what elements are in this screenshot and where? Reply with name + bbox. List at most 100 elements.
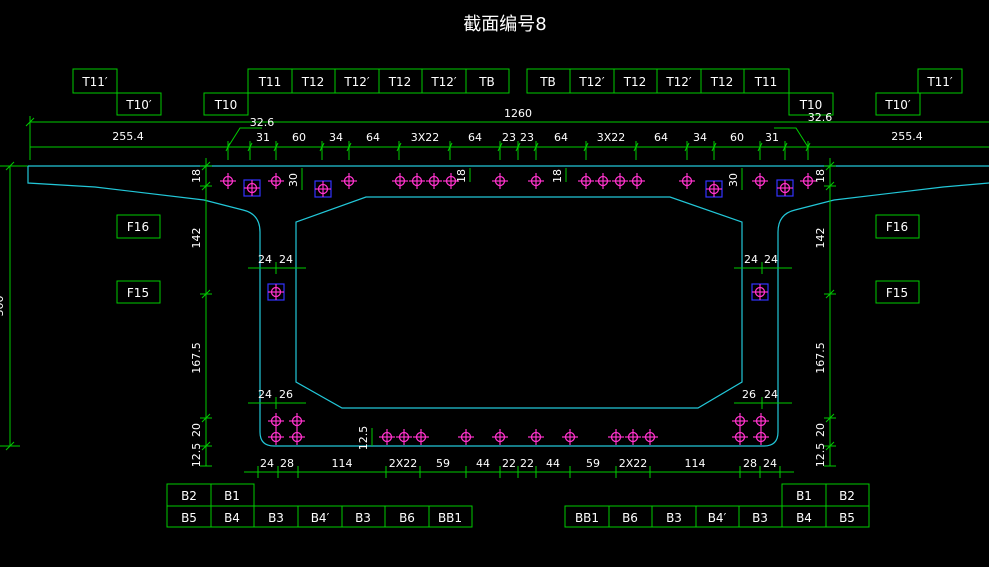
tendon-marker xyxy=(612,173,628,189)
dimension-label: 2X22 xyxy=(619,457,648,470)
tendon-marker xyxy=(562,429,578,445)
left-vertical-chain: 18 142 167.5 20 12.5 xyxy=(190,158,212,467)
anchor-tendon-marker xyxy=(267,283,285,301)
tendon-label: B5 xyxy=(181,511,197,525)
dimension-label: 18 xyxy=(551,169,564,183)
tendon-marker xyxy=(753,429,769,445)
dimension-label: 255.4 xyxy=(112,130,144,143)
drawing-title: 截面编号8 xyxy=(463,14,546,35)
tendon-label: T12′ xyxy=(430,75,457,89)
dimension-label: 24 xyxy=(744,253,758,266)
tendon-label: B3 xyxy=(268,511,284,525)
dimension-label: 28 xyxy=(743,457,757,470)
bottom-dimension-chain: 24 28 114 2X22 59 44 22 22 44 59 2X22 11… xyxy=(244,457,794,478)
tendon-label: B5 xyxy=(839,511,855,525)
side-label: F16 xyxy=(886,220,908,234)
dimension-label: 167.5 xyxy=(190,342,203,374)
dimension-label: 31 xyxy=(256,131,270,144)
tendon-marker xyxy=(289,413,305,429)
tendon-marker xyxy=(732,429,748,445)
tendon-label: BB1 xyxy=(438,511,462,525)
anchor-tendon-marker xyxy=(243,179,261,197)
tendon-label: T10 xyxy=(214,98,238,112)
dimension-label: 32.6 xyxy=(250,116,275,129)
side-labels: F16 F15 F16 F15 xyxy=(116,214,920,304)
tendon-marker xyxy=(629,173,645,189)
dimension-label: 24 xyxy=(260,457,274,470)
left-height-dimension: 300 xyxy=(0,161,28,451)
tendon-marker xyxy=(625,429,641,445)
dimension-label: 59 xyxy=(436,457,450,470)
tendon-marker xyxy=(528,429,544,445)
tendon-label: T11 xyxy=(754,75,778,89)
tendon-marker xyxy=(642,429,658,445)
dimension-label: 22 xyxy=(502,457,516,470)
tendon-label: TB xyxy=(478,75,495,89)
dimension-label: 142 xyxy=(814,228,827,249)
anchor-tendon-marker xyxy=(314,180,332,198)
dimension-label: 167.5 xyxy=(814,342,827,374)
tendon-marker xyxy=(268,173,284,189)
dimension-label: 12.5 xyxy=(190,443,203,468)
tendon-label: B4 xyxy=(224,511,240,525)
top-left-table: T11′ T10′ T10 T11 T12 T12′ T12 T12′ TB xyxy=(72,68,510,116)
dimension-label: 20 xyxy=(814,423,827,437)
dimension-label: 64 xyxy=(468,131,482,144)
overall-dimension: 1260 xyxy=(25,107,989,160)
tendon-marker xyxy=(396,429,412,445)
tendon-marker xyxy=(379,429,395,445)
tendon-label: T10 xyxy=(799,98,823,112)
tendon-marker xyxy=(289,429,305,445)
tendon-label: T12 xyxy=(623,75,647,89)
bottom-offset-dim: 12.5 xyxy=(357,426,373,450)
tendon-marker xyxy=(341,173,357,189)
tendon-label: T10′ xyxy=(125,98,152,112)
dimension-label: 30 xyxy=(727,173,740,187)
tendon-label: B1 xyxy=(796,489,812,503)
bottom-right-table: BB1 B6 B3 B4′ B3 B1 B2 B4 B5 xyxy=(564,483,870,528)
tendon-label: B6 xyxy=(622,511,638,525)
tendon-marker xyxy=(492,173,508,189)
dimension-label: 23 xyxy=(520,131,534,144)
tendon-marker xyxy=(426,173,442,189)
tendon-marker xyxy=(268,413,284,429)
tendon-marker xyxy=(608,429,624,445)
tendon-label: B3 xyxy=(752,511,768,525)
tendon-label: T12 xyxy=(388,75,412,89)
tendon-marker xyxy=(458,429,474,445)
tendon-label: T10′ xyxy=(884,98,911,112)
tendon-label: T11 xyxy=(258,75,282,89)
tendon-label: T12′ xyxy=(665,75,692,89)
dimension-label: 60 xyxy=(292,131,306,144)
side-label: F15 xyxy=(886,286,908,300)
dimension-label: 24 xyxy=(279,253,293,266)
right-vertical-chain: 18 142 167.5 20 12.5 xyxy=(814,158,836,467)
dimension-label: 114 xyxy=(685,457,706,470)
dimension-label: 32.6 xyxy=(808,111,833,124)
anchor-tendon-marker xyxy=(751,283,769,301)
tendon-marker xyxy=(413,429,429,445)
tendon-label: B3 xyxy=(666,511,682,525)
dimension-label: 60 xyxy=(730,131,744,144)
dimension-label: 24 xyxy=(258,388,272,401)
tendon-marker xyxy=(595,173,611,189)
tendon-label: B4 xyxy=(796,511,812,525)
dimension-label: 20 xyxy=(190,423,203,437)
dimension-label: 114 xyxy=(332,457,353,470)
tendon-marker xyxy=(220,173,236,189)
box-girder-section xyxy=(27,165,989,447)
tendon-label: B1 xyxy=(224,489,240,503)
anchor-tendon-marker xyxy=(705,180,723,198)
dimension-label: 64 xyxy=(654,131,668,144)
anchor-tendon-marker xyxy=(776,179,794,197)
tendon-label: BB1 xyxy=(575,511,599,525)
tendon-marker xyxy=(732,413,748,429)
tendon-label: T11′ xyxy=(81,75,108,89)
tendon-marker xyxy=(392,173,408,189)
dimension-label: 142 xyxy=(190,228,203,249)
top-right-table: TB T12′ T12 T12′ T12 T11 T10 T10′ T11′ xyxy=(526,68,963,116)
dimension-label: 44 xyxy=(476,457,490,470)
tendon-marker xyxy=(528,173,544,189)
tendon-label: B3 xyxy=(355,511,371,525)
